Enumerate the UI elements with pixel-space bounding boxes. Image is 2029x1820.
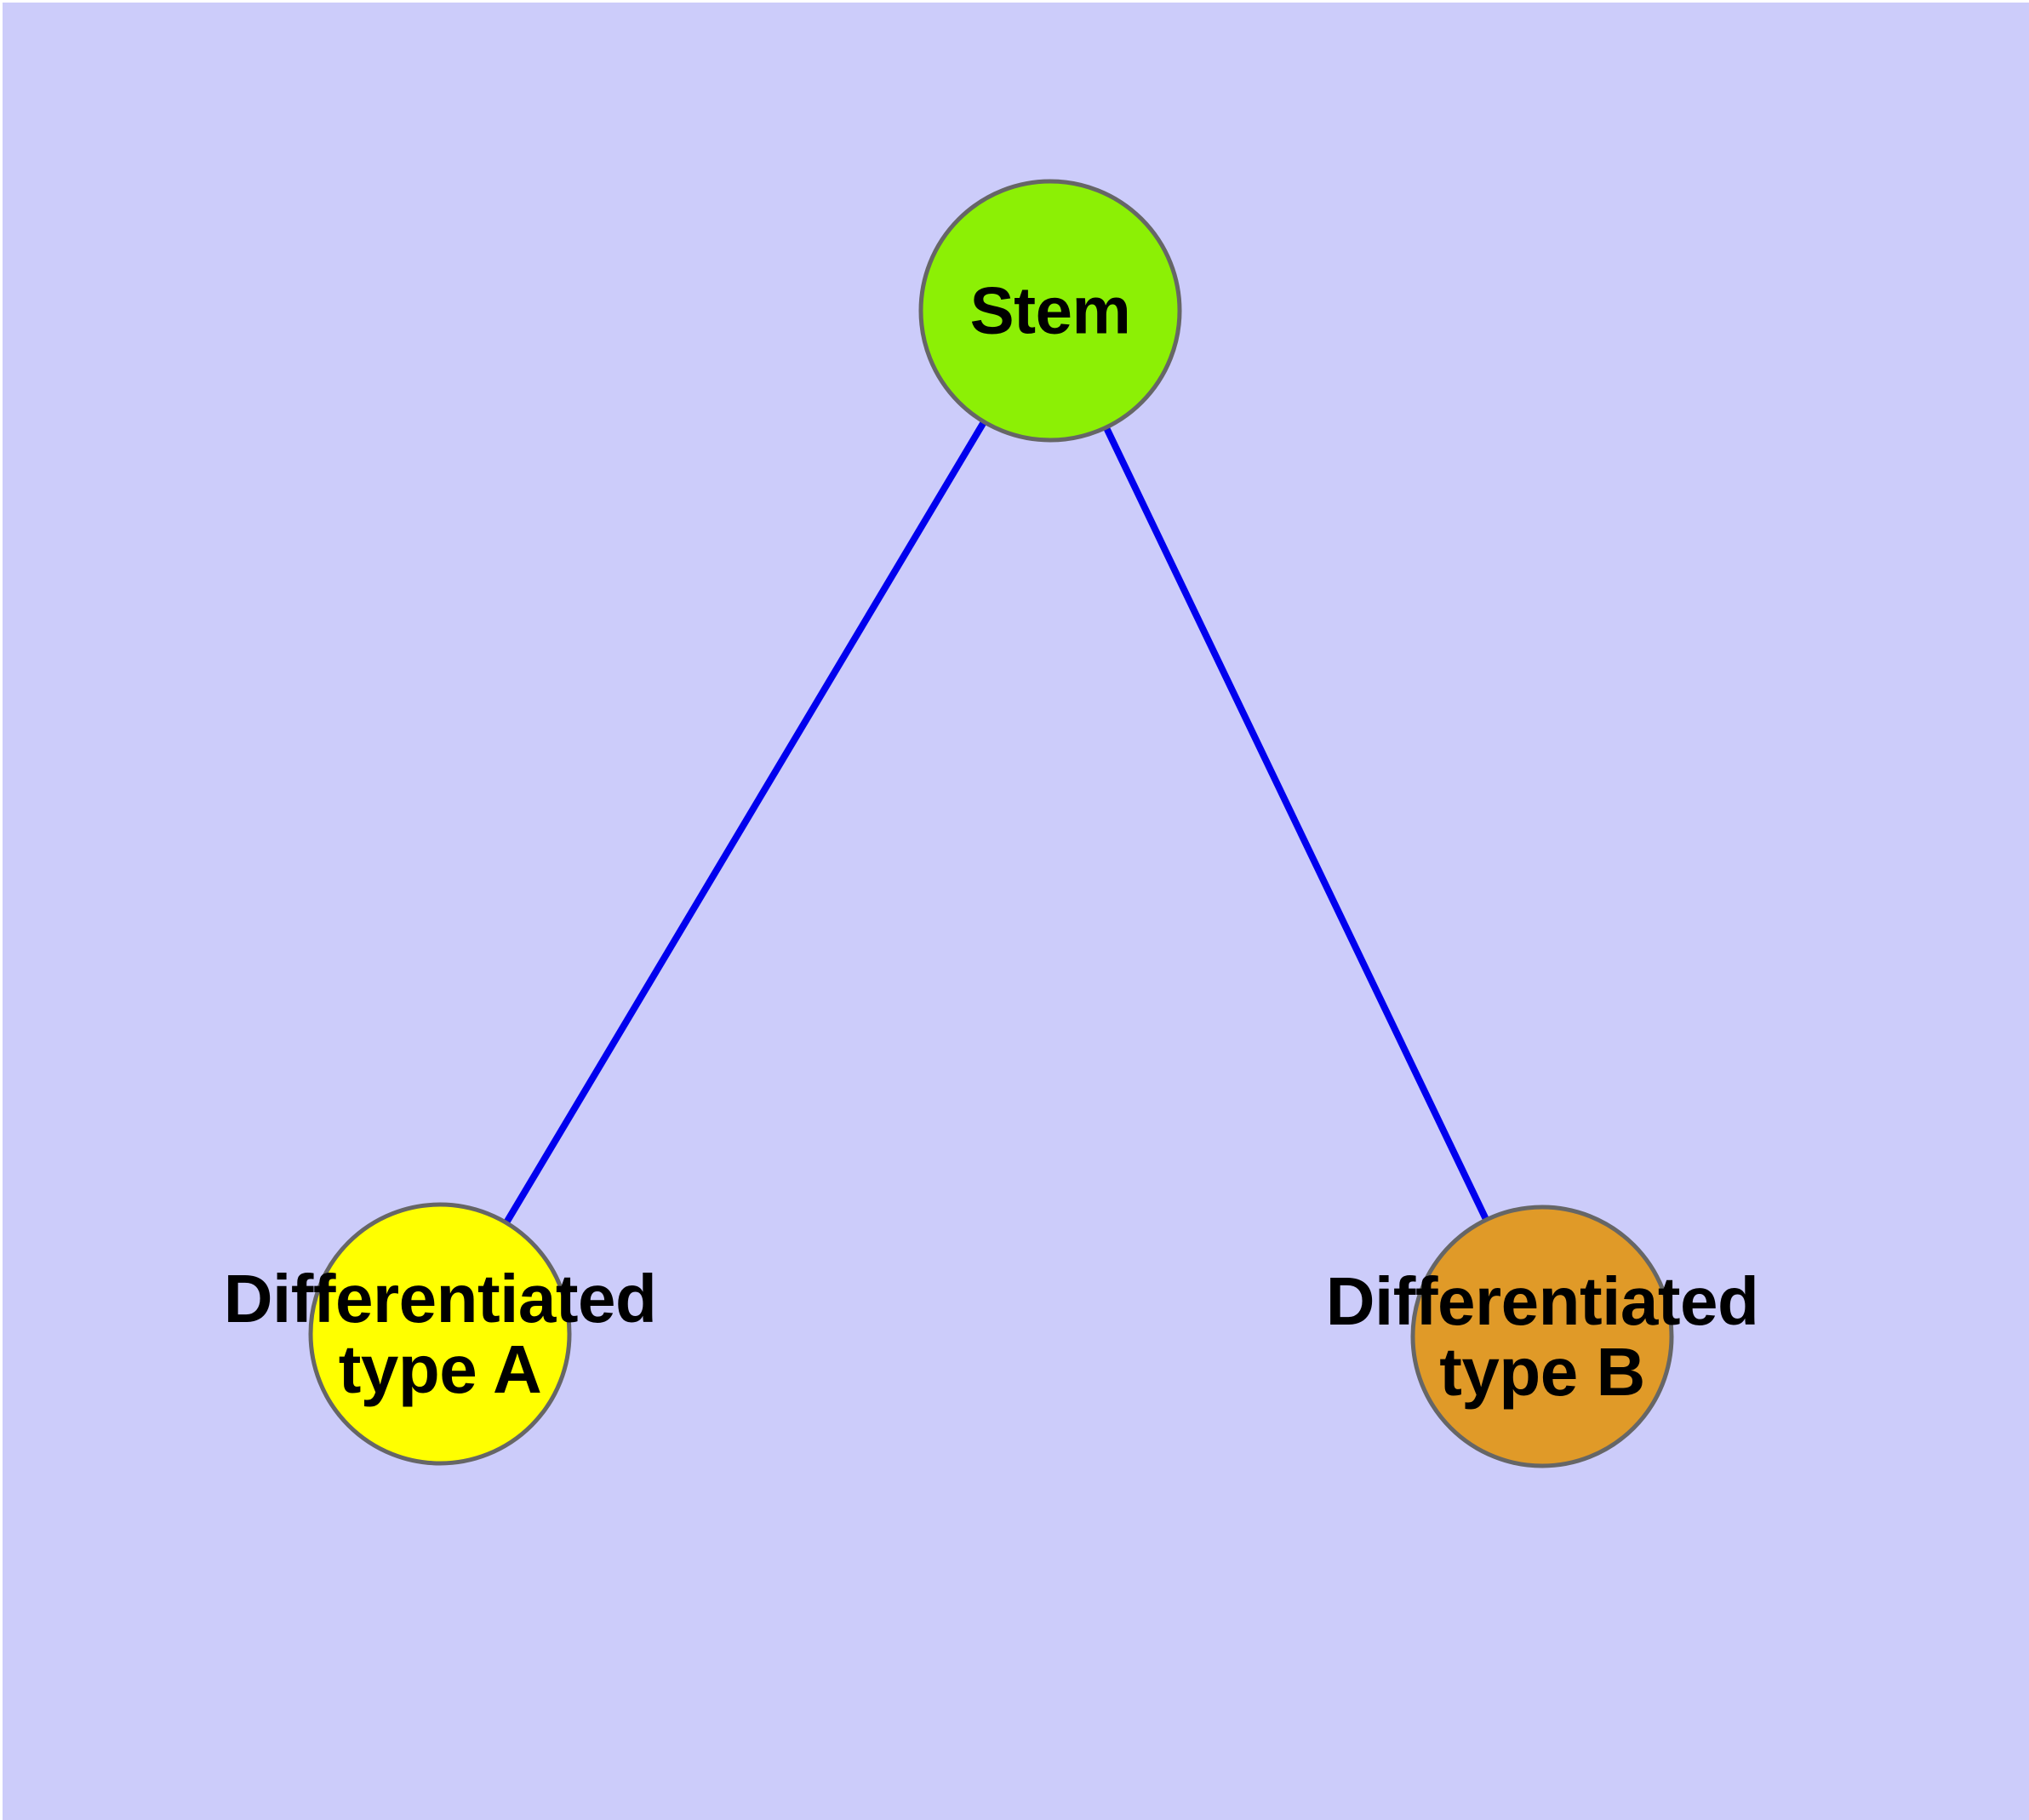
edge-stem-to-diff-a[interactable] — [503, 420, 987, 1225]
graph-svg — [308, 179, 1674, 1468]
node-diff-a[interactable] — [308, 1202, 572, 1466]
node-diff-b[interactable] — [1410, 1205, 1674, 1468]
edge-stem-to-diff-b[interactable] — [1103, 426, 1489, 1222]
edge-layer — [503, 420, 1489, 1225]
node-stem[interactable] — [918, 179, 1182, 443]
node-layer — [308, 179, 1674, 1468]
